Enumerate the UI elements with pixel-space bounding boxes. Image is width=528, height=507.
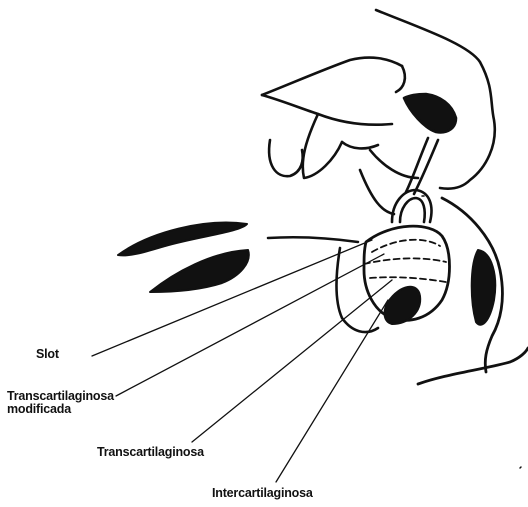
eyebrow	[118, 223, 247, 256]
leader-transcartilaginosa	[192, 280, 392, 442]
label-intercartilaginosa: Intercartilaginosa	[212, 487, 313, 500]
label-transcartilaginosa-modificada-line2: modificada	[7, 403, 71, 416]
leader-transcartilaginosa-modificada	[116, 254, 384, 396]
leader-intercartilaginosa	[276, 300, 388, 482]
nostril-right	[472, 250, 495, 325]
hand	[262, 10, 495, 214]
lip-contour	[418, 348, 528, 384]
brow-contour	[268, 237, 358, 242]
eye	[150, 250, 249, 292]
label-slot: Slot	[36, 348, 59, 361]
label-transcartilaginosa: Transcartilaginosa	[97, 446, 204, 459]
